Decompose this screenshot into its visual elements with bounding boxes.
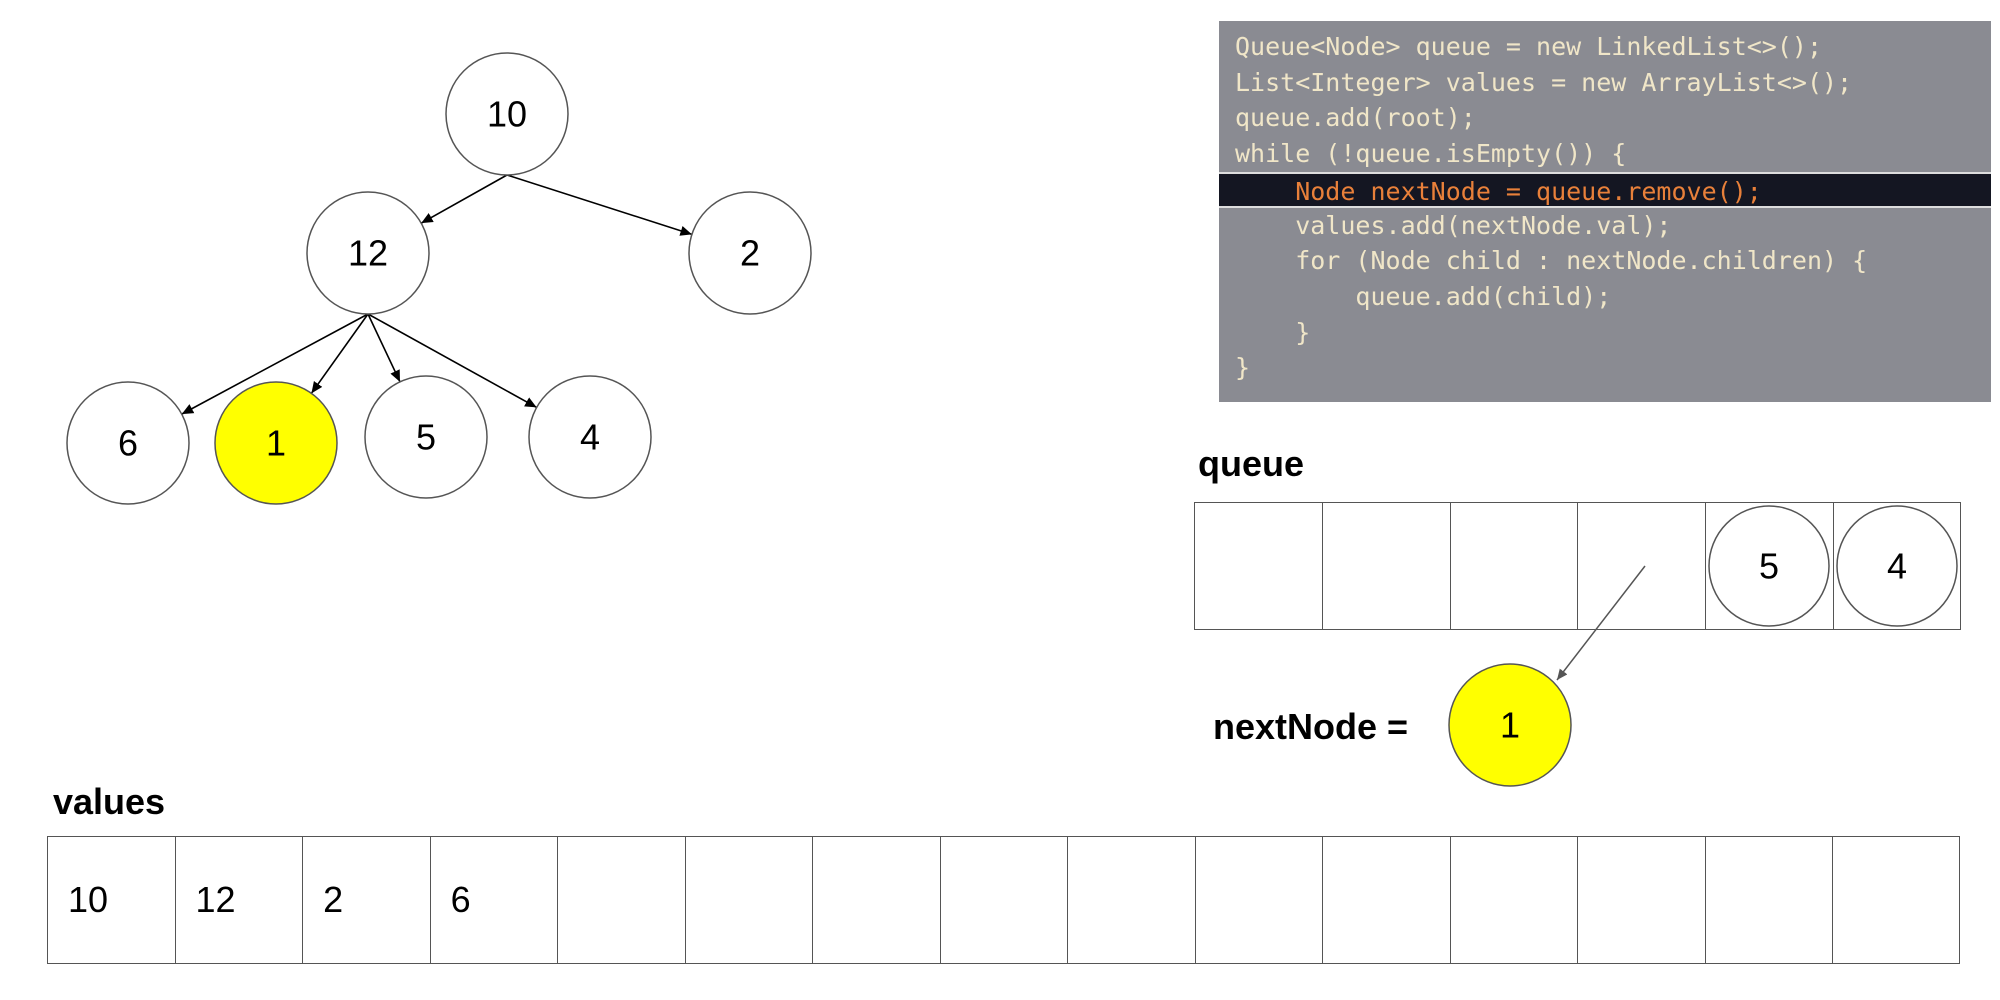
values-array: 10 12 2 6 bbox=[47, 836, 1960, 964]
next-node-value: 1 bbox=[1500, 705, 1520, 746]
values-slot: 2 bbox=[302, 836, 430, 964]
values-slot bbox=[812, 836, 940, 964]
queue-slot bbox=[1577, 502, 1706, 630]
tree-node-circle bbox=[364, 375, 488, 499]
values-slot bbox=[684, 836, 813, 964]
queue-slot bbox=[1194, 502, 1322, 630]
tree-node-label: 4 bbox=[580, 417, 600, 458]
values-slot bbox=[939, 836, 1068, 964]
values-slot-value: 2 bbox=[323, 879, 344, 920]
code-line: List<Integer> values = new ArrayList<>()… bbox=[1235, 67, 1853, 97]
tree-node-label: 2 bbox=[740, 233, 760, 274]
values-slot-value: 10 bbox=[68, 879, 109, 920]
code-line: for (Node child : nextNode.children) { bbox=[1235, 246, 1868, 276]
queue-slot: 4 bbox=[1833, 502, 1961, 630]
code-line: while (!queue.isEmpty()) { bbox=[1235, 139, 1627, 169]
next-node-circle: 1 bbox=[1448, 663, 1572, 787]
code-line: queue.add(root); bbox=[1235, 103, 1476, 133]
tree-node-circle bbox=[306, 191, 430, 315]
queue-node-circle bbox=[1708, 505, 1831, 627]
queue-node-label: 4 bbox=[1887, 546, 1907, 587]
tree-node-circle bbox=[528, 375, 652, 499]
tree-edge-n12-n6 bbox=[181, 313, 369, 415]
code-panel: Queue<Node> queue = new LinkedList<>(); L… bbox=[1219, 21, 1991, 402]
queue-title: queue bbox=[1198, 443, 1305, 484]
values-slot bbox=[557, 836, 685, 964]
code-line: } bbox=[1235, 317, 1311, 347]
tree-node-1: 1 bbox=[214, 381, 338, 505]
tree-edge-n10-n2 bbox=[506, 174, 693, 236]
tree-node-label: 12 bbox=[348, 233, 388, 274]
values-slot-value: 6 bbox=[450, 879, 471, 920]
tree-nodes: 10 12 2 6 1 5 4 bbox=[66, 52, 812, 505]
code-line-highlighted: Node nextNode = queue.remove(); bbox=[1219, 171, 1991, 208]
values-slot bbox=[1449, 836, 1578, 964]
next-node-label: nextNode = bbox=[1213, 706, 1409, 747]
tree-edge-n12-n1 bbox=[310, 313, 369, 394]
code-line: Queue<Node> queue = new LinkedList<>(); bbox=[1235, 32, 1822, 61]
queue-node-label: 5 bbox=[1759, 546, 1779, 587]
values-slot bbox=[1322, 836, 1450, 964]
queue-node-circle bbox=[1836, 505, 1958, 627]
values-slot bbox=[1832, 836, 1960, 964]
values-slot: 10 bbox=[47, 836, 175, 964]
queue-slot: 5 bbox=[1705, 502, 1834, 630]
tree-edge-n12-n5 bbox=[367, 313, 401, 383]
queue-slot bbox=[1321, 502, 1450, 630]
tree-node-label: 10 bbox=[487, 94, 527, 135]
tree-node-circle bbox=[66, 381, 190, 505]
tree-node-label: 1 bbox=[266, 423, 286, 464]
tree-edge-n12-n4 bbox=[367, 313, 538, 409]
code-line: values.add(nextNode.val); bbox=[1235, 210, 1672, 240]
tree-node-circle bbox=[445, 52, 569, 176]
tree-node-5: 5 bbox=[364, 375, 488, 499]
tree-node-circle bbox=[688, 191, 812, 315]
values-slot: 12 bbox=[174, 836, 303, 964]
tree-edges bbox=[181, 174, 693, 415]
queue-slot bbox=[1449, 502, 1578, 630]
tree-node-4: 4 bbox=[528, 375, 652, 499]
values-title: values bbox=[53, 781, 166, 822]
values-slot bbox=[1067, 836, 1195, 964]
values-slot bbox=[1194, 836, 1323, 964]
dequeue-arrow bbox=[1556, 565, 1646, 681]
values-slot bbox=[1704, 836, 1833, 964]
queue-node: 5 bbox=[1708, 505, 1831, 627]
tree-node-10: 10 bbox=[445, 52, 569, 176]
tree-node-2: 2 bbox=[688, 191, 812, 315]
values-slot bbox=[1577, 836, 1705, 964]
tree-node-6: 6 bbox=[66, 381, 190, 505]
tree-node-12: 12 bbox=[306, 191, 430, 315]
tree-edge-n10-n12 bbox=[420, 174, 508, 224]
values-slot-value: 12 bbox=[195, 879, 236, 920]
tree-node-circle bbox=[214, 381, 338, 505]
tree-node-label: 6 bbox=[118, 423, 138, 464]
queue-node: 4 bbox=[1836, 505, 1958, 627]
code-line: queue.add(child); bbox=[1235, 281, 1612, 311]
values-slot: 6 bbox=[429, 836, 558, 964]
code-line: } bbox=[1235, 353, 1251, 383]
tree-node-label: 5 bbox=[416, 417, 436, 458]
